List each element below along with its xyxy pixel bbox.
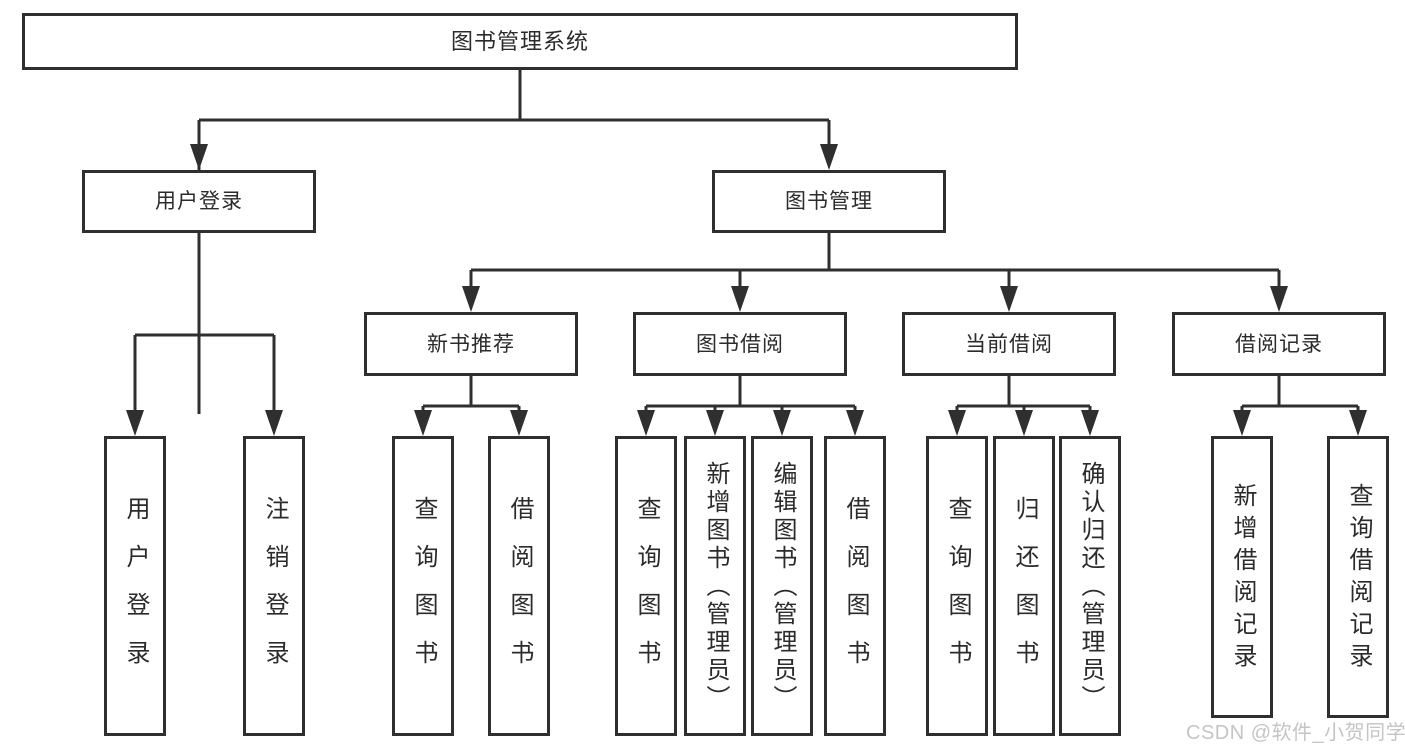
node-new-book-recommend: 新书推荐 xyxy=(364,312,578,376)
node-leaf-query-books-1: 查询图书 xyxy=(392,436,454,736)
node-leaf-edit-book-admin: 编辑图书（管理员） xyxy=(751,436,813,736)
node-book-management-branch: 图书管理 xyxy=(712,170,946,233)
node-leaf-query-books-3: 查询图书 xyxy=(926,436,988,736)
node-leaf-query-borrow-record: 查询借阅记录 xyxy=(1327,436,1389,718)
node-system-root: 图书管理系统 xyxy=(22,13,1018,70)
node-leaf-return-book: 归还图书 xyxy=(993,436,1055,736)
node-leaf-borrow-books-2: 借阅图书 xyxy=(824,436,886,736)
node-current-borrow: 当前借阅 xyxy=(902,312,1116,376)
node-leaf-borrow-books-1: 借阅图书 xyxy=(488,436,550,736)
csdn-watermark: CSDN @软件_小贺同学 xyxy=(1186,722,1405,744)
node-leaf-logout: 注销登录 xyxy=(243,436,305,736)
arrowheads xyxy=(126,144,1367,436)
node-leaf-confirm-return-admin: 确认归还（管理员） xyxy=(1059,436,1121,736)
node-leaf-add-borrow-record: 新增借阅记录 xyxy=(1211,436,1273,718)
node-leaf-add-book-admin: 新增图书（管理员） xyxy=(684,436,746,736)
node-user-login-branch: 用户登录 xyxy=(82,170,316,233)
node-borrow-records: 借阅记录 xyxy=(1172,312,1386,376)
node-leaf-user-login: 用户登录 xyxy=(104,436,166,736)
node-book-borrow: 图书借阅 xyxy=(633,312,847,376)
node-leaf-query-books-2: 查询图书 xyxy=(615,436,677,736)
